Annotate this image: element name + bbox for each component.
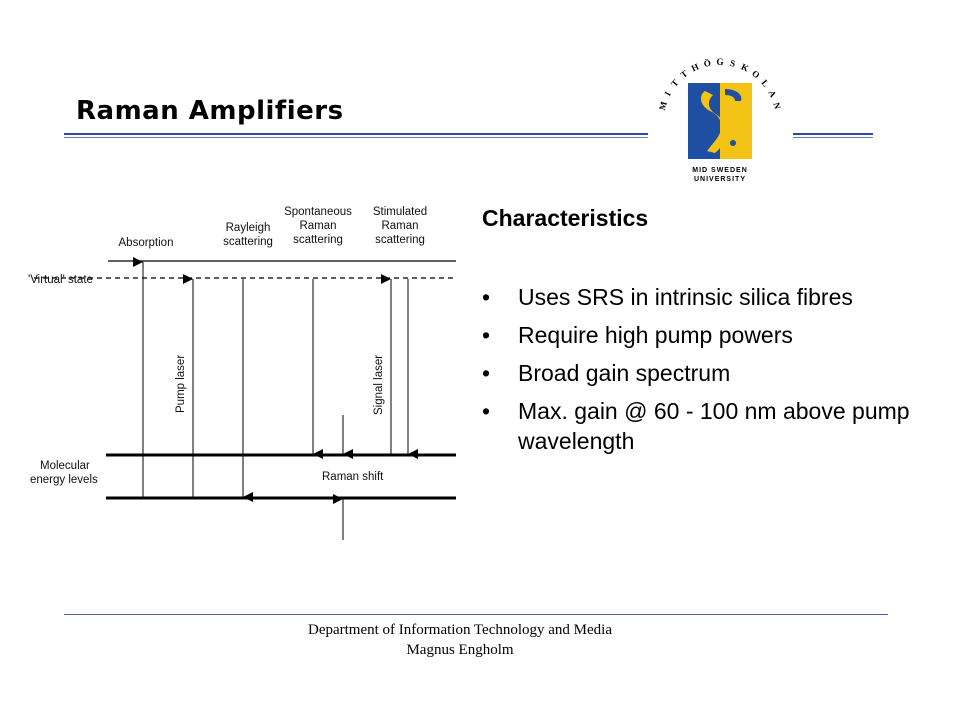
logo-dot-icon bbox=[730, 140, 736, 146]
logo-face-right-icon bbox=[725, 89, 742, 101]
logo-line2: UNIVERSITY bbox=[694, 176, 746, 183]
logo-arc-letter: N bbox=[771, 101, 782, 110]
logo-arc-letter: T bbox=[679, 68, 690, 80]
label-spontaneous-1: Spontaneous bbox=[284, 206, 352, 218]
bullet-icon: • bbox=[482, 360, 491, 386]
label-stimulated-3: scattering bbox=[375, 234, 425, 246]
label-molecular-1: Molecular bbox=[40, 460, 90, 472]
label-pump-laser: Pump laser bbox=[175, 355, 187, 413]
bullet-icon: • bbox=[482, 398, 491, 424]
label-stimulated-2: Raman bbox=[381, 220, 418, 232]
logo-arc-letter: M bbox=[657, 100, 669, 111]
bullet-text: Max. gain @ 60 - 100 nm above pump wavel… bbox=[518, 398, 910, 454]
label-molecular-2: energy levels bbox=[30, 474, 98, 486]
header-rule-right bbox=[793, 133, 873, 135]
footer-department: Department of Information Technology and… bbox=[308, 622, 612, 638]
bullet-text: Broad gain spectrum bbox=[518, 360, 731, 386]
logo-arc-letter: O bbox=[750, 68, 762, 80]
footer-author: Magnus Engholm bbox=[406, 642, 514, 658]
header-rule-right-thin bbox=[793, 137, 873, 138]
label-spontaneous-3: scattering bbox=[293, 234, 343, 246]
logo-arc-letter: Ö bbox=[703, 58, 712, 69]
logo-arc-letter: S bbox=[729, 58, 736, 69]
header-rule-left bbox=[64, 133, 648, 135]
logo-arc-letter: G bbox=[716, 57, 723, 67]
label-rayleigh-2: scattering bbox=[223, 236, 273, 248]
logo-arc-letter: K bbox=[740, 61, 751, 73]
list-item: • Broad gain spectrum bbox=[482, 358, 942, 388]
logo-arc-letter: A bbox=[766, 89, 778, 100]
label-raman-shift: Raman shift bbox=[322, 471, 384, 483]
logo-arc-letter: L bbox=[759, 78, 771, 89]
list-item: • Max. gain @ 60 - 100 nm above pump wave… bbox=[482, 396, 942, 456]
characteristics-heading: Characteristics bbox=[482, 205, 649, 231]
list-item: • Require high pump powers bbox=[482, 320, 942, 350]
logo-arc-letter: H bbox=[690, 61, 701, 73]
label-virtual-state: 'Virtual' state bbox=[28, 274, 93, 286]
slide-title: Raman Amplifiers bbox=[76, 96, 344, 126]
label-absorption: Absorption bbox=[119, 237, 174, 249]
logo-line1: MID SWEDEN bbox=[692, 167, 748, 174]
characteristics-list: • Uses SRS in intrinsic silica fibres • Re… bbox=[482, 282, 942, 456]
logo-arc-letter: T bbox=[669, 78, 681, 89]
characteristics-panel: Characteristics • Uses SRS in intrinsic s… bbox=[482, 205, 942, 464]
bullet-text: Require high pump powers bbox=[518, 322, 793, 348]
label-signal-laser: Signal laser bbox=[373, 355, 385, 415]
header-rule-left-thin bbox=[64, 137, 648, 138]
bullet-icon: • bbox=[482, 284, 491, 310]
label-spontaneous-2: Raman bbox=[299, 220, 336, 232]
label-rayleigh-1: Rayleigh bbox=[226, 222, 271, 234]
label-stimulated-1: Stimulated bbox=[373, 206, 427, 218]
footer-rule bbox=[64, 614, 888, 615]
list-item: • Uses SRS in intrinsic silica fibres bbox=[482, 282, 942, 312]
logo-arc-letter: I bbox=[662, 89, 673, 97]
logo-face-left-icon bbox=[700, 91, 727, 153]
bullet-icon: • bbox=[482, 322, 491, 348]
raman-energy-diagram: Absorption Rayleigh scattering Spontaneo… bbox=[28, 206, 456, 540]
bullet-text: Uses SRS in intrinsic silica fibres bbox=[518, 284, 853, 310]
